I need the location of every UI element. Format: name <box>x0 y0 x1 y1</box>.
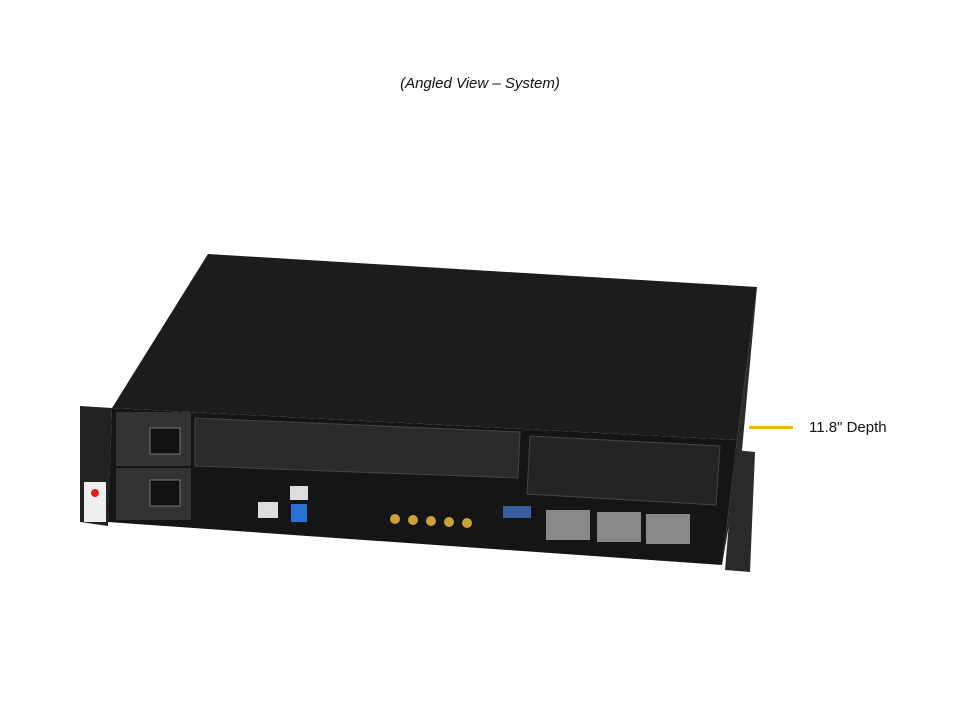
vga-port <box>503 506 531 518</box>
control-panel <box>84 482 106 522</box>
rj45-port-2 <box>290 486 308 500</box>
rack-ear-right <box>725 450 755 572</box>
power-button <box>91 489 99 497</box>
power-inlet-1 <box>149 427 181 455</box>
sfp-cages <box>546 510 690 544</box>
antenna-connectors <box>390 514 472 528</box>
power-inlet-2 <box>149 479 181 507</box>
view-caption: (Angled View – System) <box>400 75 560 92</box>
right-bay <box>526 435 721 506</box>
chassis-side <box>722 287 757 565</box>
chassis-top <box>112 254 757 440</box>
depth-indicator-line <box>749 426 793 429</box>
depth-label: 11.8" Depth <box>809 419 887 436</box>
rj45-port <box>258 502 278 518</box>
upper-vent <box>194 417 521 479</box>
usb-ports <box>291 504 307 522</box>
